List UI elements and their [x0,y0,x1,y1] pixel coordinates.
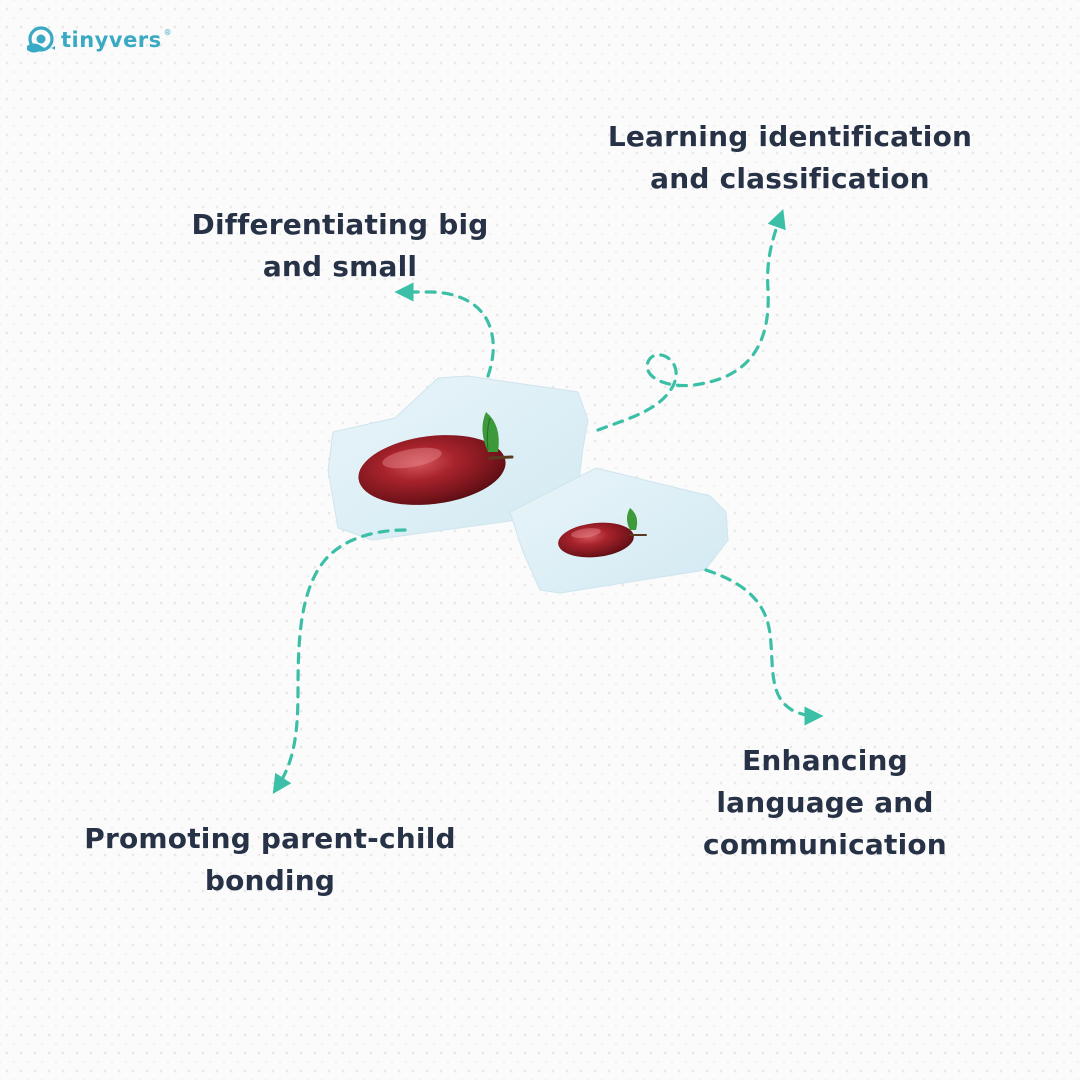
benefit-line: and classification [650,162,930,195]
registered-mark: ® [163,28,172,37]
benefit-line: and small [262,250,418,283]
benefit-bonding-label: Promoting parent-child bonding [70,818,470,902]
arrow-to-language [704,568,824,726]
benefit-language-label: Enhancing language and communication [690,740,960,866]
benefit-line: Enhancing [742,744,908,777]
benefit-line: Promoting parent-child [84,822,456,855]
brand-name: tinyvers [61,28,162,52]
benefit-size-label: Differentiating big and small [190,204,490,288]
benefit-line: communication [703,828,947,861]
big-apple-card [327,375,589,541]
small-apple [558,508,647,558]
benefit-line: Differentiating big [191,208,489,241]
benefit-identification-label: Learning identification and classificati… [600,116,980,200]
smiling-face-wave-icon [27,26,55,53]
arrow-to-size [394,282,495,378]
arrow-to-bonding [272,528,407,795]
big-apple [358,412,514,505]
benefit-line: language and [716,786,934,819]
benefit-line: bonding [204,864,336,897]
brand-logo: tinyvers ® [26,26,172,54]
benefit-line: Learning identification [607,120,973,153]
arrow-to-identification [596,208,786,432]
small-apple-card [509,467,729,594]
